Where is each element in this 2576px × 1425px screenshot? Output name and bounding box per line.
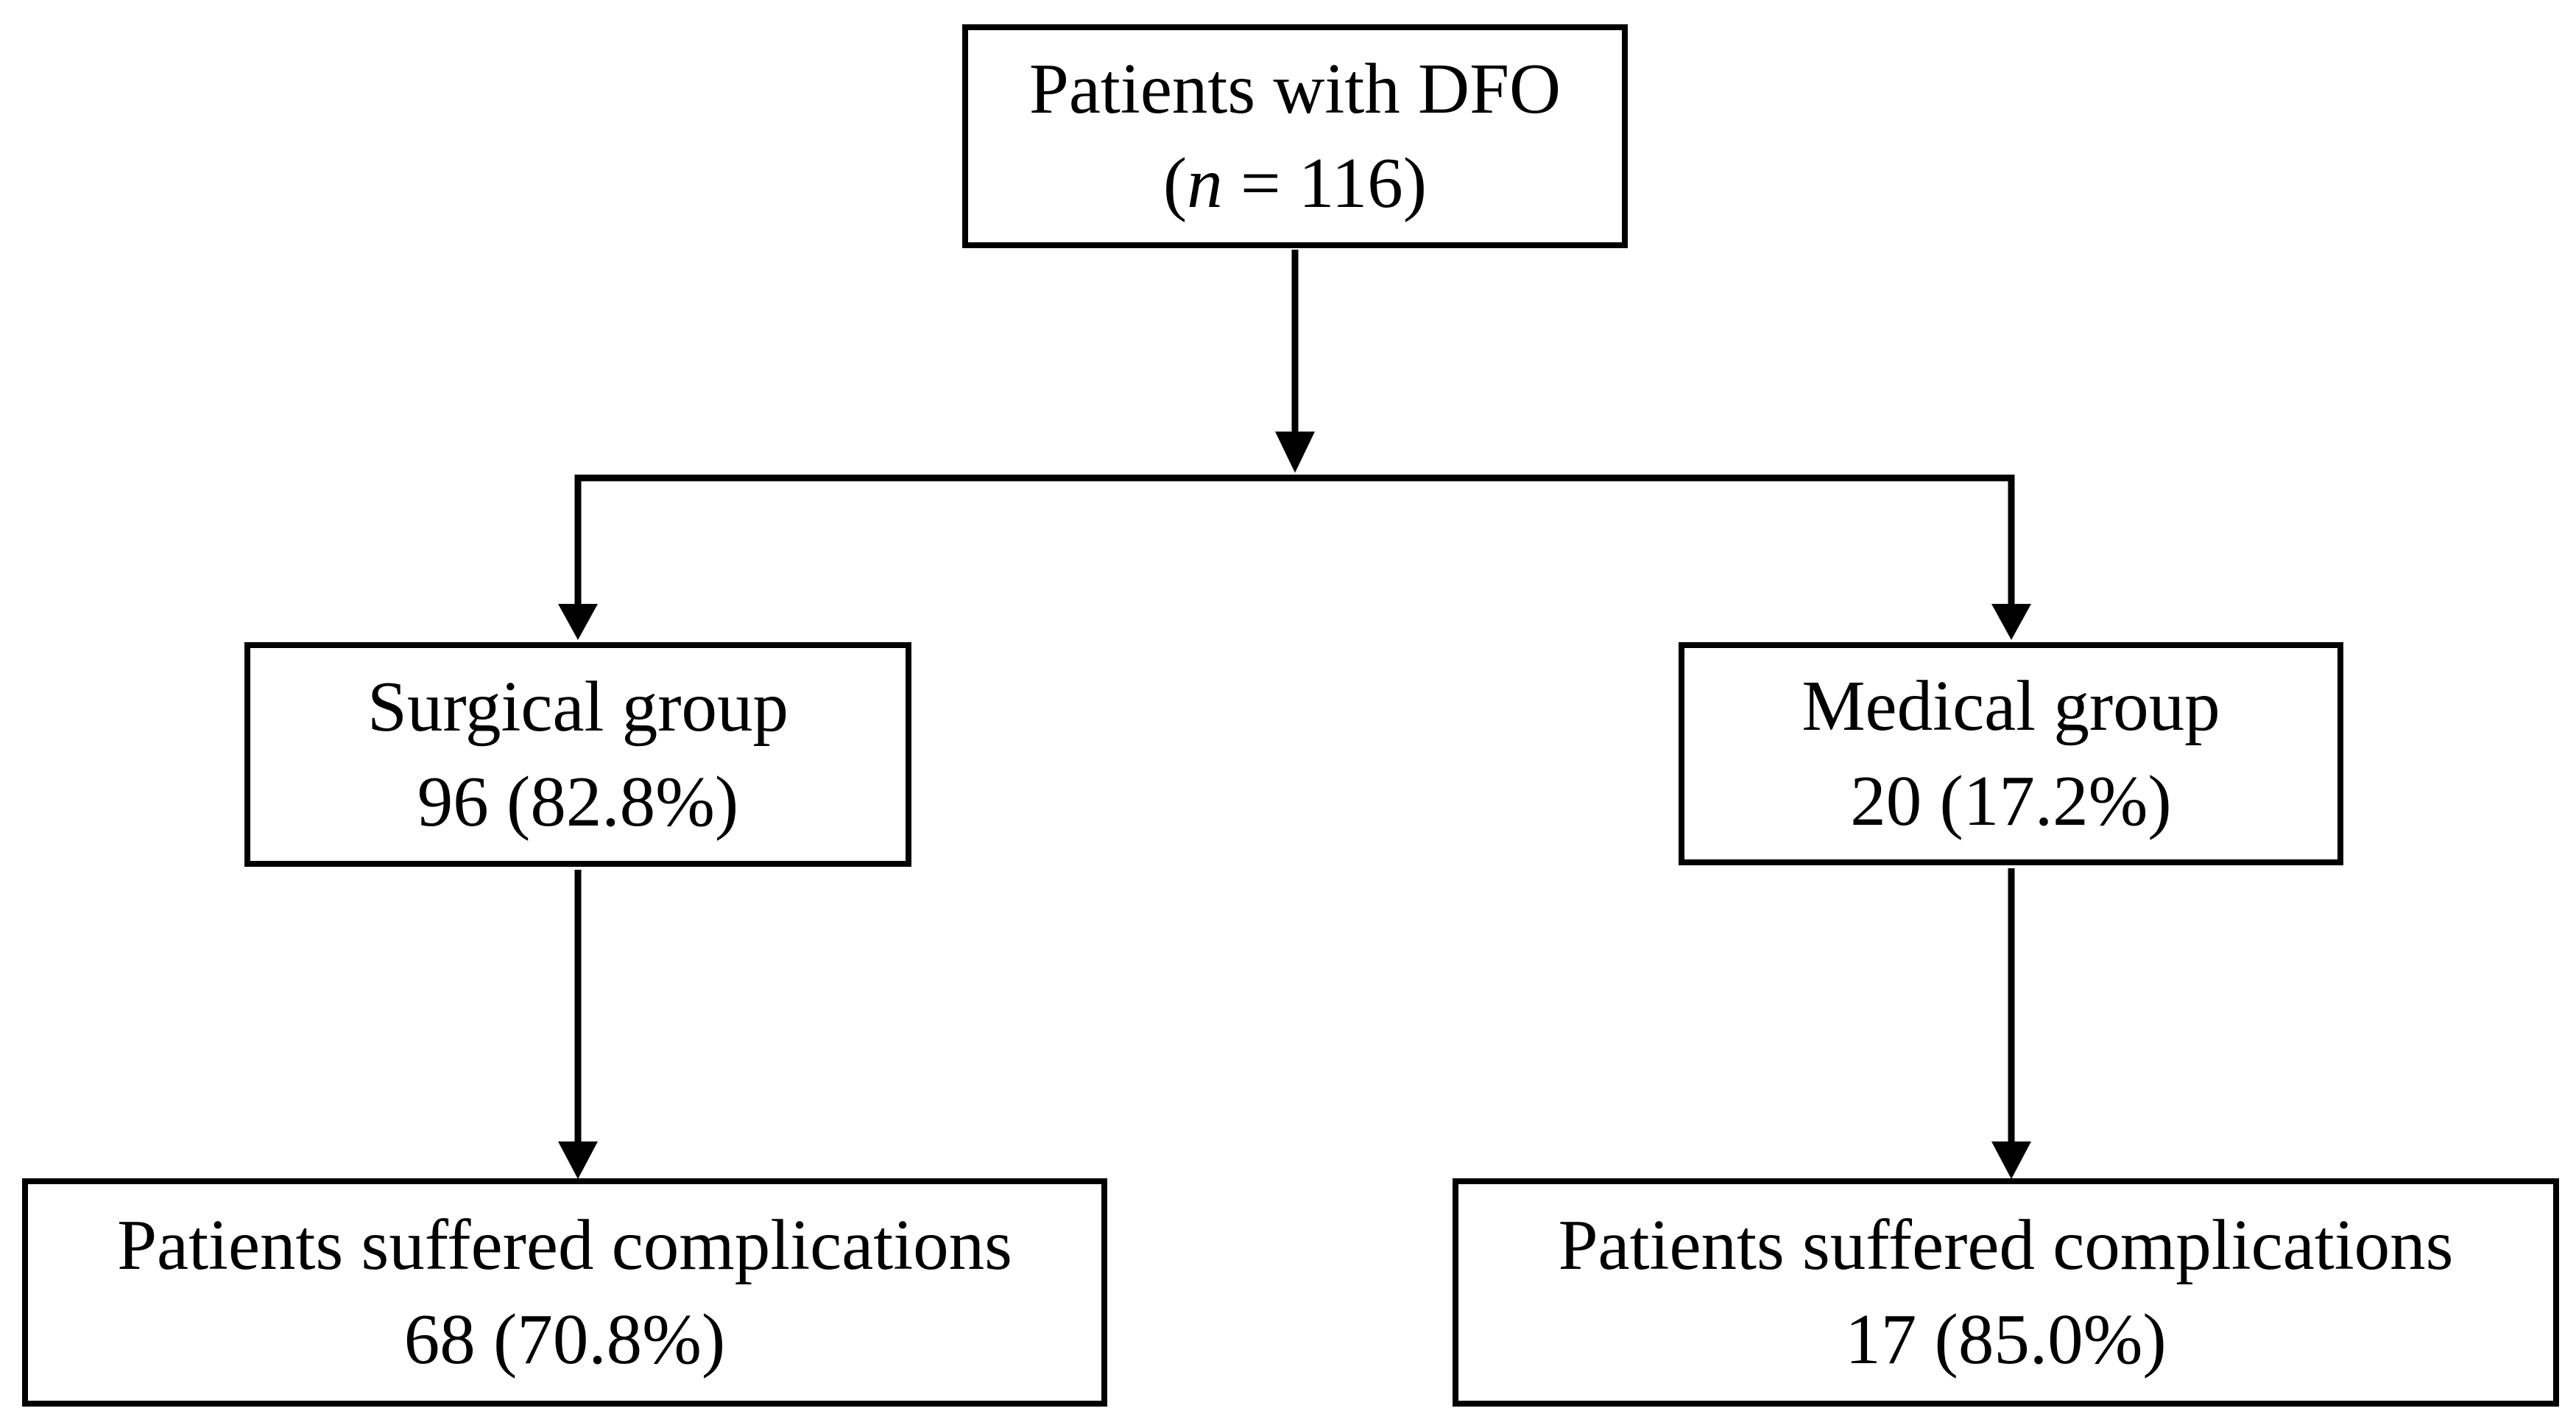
node-medical-group-count: 20 (17.2%) — [1850, 761, 2172, 840]
arrowhead-surgical-icon — [558, 604, 598, 640]
node-medical-group: Medical group 20 (17.2%) — [1679, 642, 2343, 865]
count-open-paren: ( — [1162, 144, 1188, 222]
arrowhead-root-icon — [1275, 432, 1315, 473]
node-medical-complications-count: 17 (85.0%) — [1845, 1300, 2167, 1379]
node-surgical-group-title: Surgical group — [367, 667, 789, 747]
arrowhead-surgical-complications-icon — [558, 1141, 598, 1179]
node-surgical-group-count: 96 (82.8%) — [417, 761, 739, 841]
node-surgical-complications-count: 68 (70.8%) — [403, 1300, 726, 1379]
node-medical-complications-title: Patients suffered complications — [1558, 1205, 2454, 1284]
node-surgical-group: Surgical group 96 (82.8%) — [244, 642, 911, 867]
edge-split-bar — [574, 474, 2015, 611]
node-patients-dfo: Patients with DFO (n = 116) — [962, 24, 1628, 248]
node-medical-complications: Patients suffered complications 17 (85.0… — [1453, 1178, 2559, 1407]
arrowhead-medical-icon — [1991, 604, 2031, 640]
arrowhead-medical-complications-icon — [1991, 1141, 2031, 1179]
node-patients-dfo-count: (n = 116) — [1163, 136, 1427, 231]
node-surgical-complications: Patients suffered complications 68 (70.8… — [22, 1178, 1107, 1407]
node-patients-dfo-title: Patients with DFO — [1028, 49, 1562, 128]
node-medical-group-title: Medical group — [1802, 666, 2220, 746]
node-surgical-complications-title: Patients suffered complications — [117, 1205, 1012, 1284]
count-value: = 116) — [1222, 144, 1428, 222]
count-n-variable: n — [1187, 144, 1223, 222]
